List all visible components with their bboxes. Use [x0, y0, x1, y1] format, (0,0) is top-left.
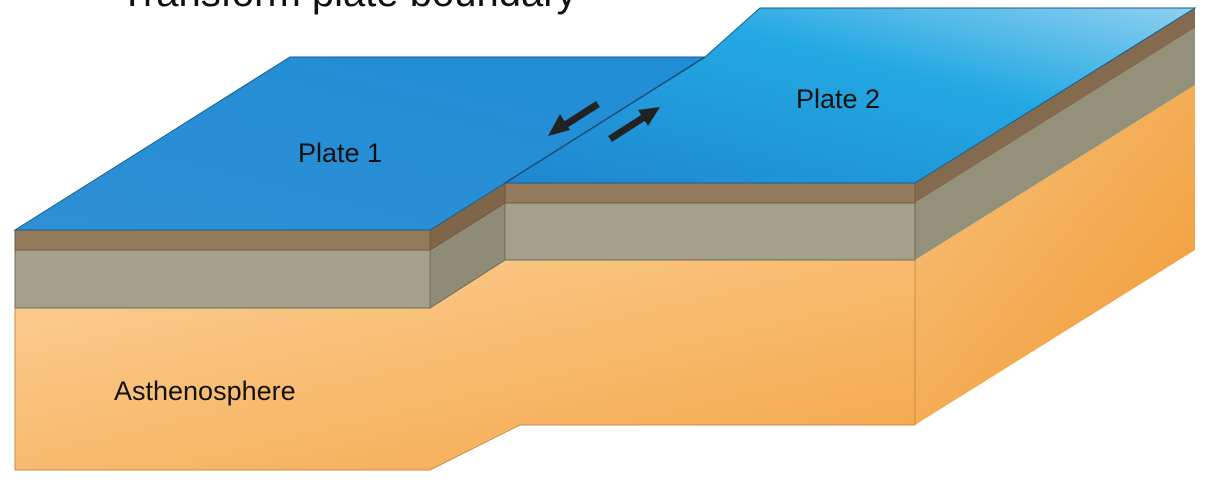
- plate-2-front: [504, 182, 916, 261]
- motion-arrow-right-icon: [608, 107, 660, 142]
- asthenosphere-label: Asthenosphere: [114, 376, 296, 406]
- right-side-face: [915, 8, 1195, 425]
- plate-1-front: [14, 229, 431, 309]
- motion-arrow-left-icon: [548, 101, 600, 136]
- plate-2-label: Plate 2: [796, 84, 880, 114]
- transform-fault-line: [504, 56, 706, 184]
- diagram-title: Transform plate boundary: [120, 0, 577, 15]
- plate-1-label: Plate 1: [298, 138, 382, 168]
